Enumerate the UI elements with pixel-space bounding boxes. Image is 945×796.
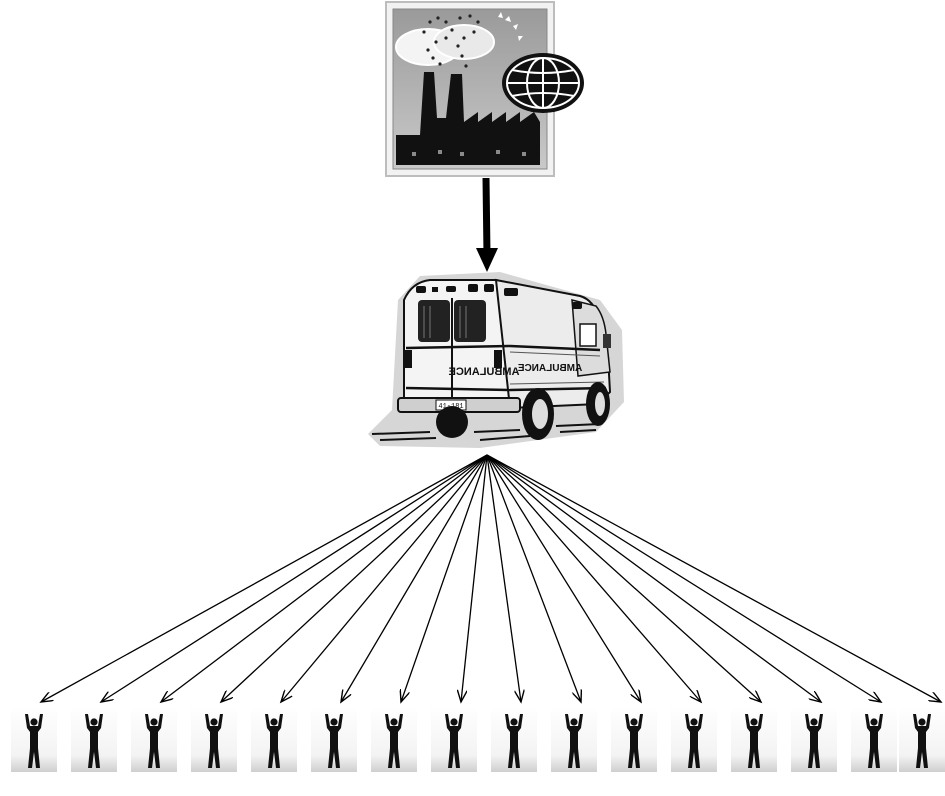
person-silhouette-icon <box>311 706 357 772</box>
person-silhouette-icon <box>71 706 117 772</box>
fan-arrow <box>487 455 701 702</box>
person-silhouette-icon <box>11 706 57 772</box>
person-silhouette-icon <box>371 706 417 772</box>
recipients-row <box>11 706 945 772</box>
ambulance-side-label: AMBULANCE <box>517 363 582 374</box>
person-silhouette-icon <box>731 706 777 772</box>
person-silhouette-icon <box>431 706 477 772</box>
fan-arrow <box>281 455 487 702</box>
fan-arrow <box>487 455 941 702</box>
fan-arrow <box>41 455 487 702</box>
fan-arrow <box>101 455 487 702</box>
fan-arrow <box>487 455 821 702</box>
person-silhouette-icon <box>491 706 537 772</box>
globe-icon <box>502 53 584 113</box>
fan-arrow <box>487 455 761 702</box>
fan-arrow <box>487 455 521 702</box>
person-silhouette-icon <box>791 706 837 772</box>
fan-arrow <box>161 455 487 702</box>
ambulance-icon: AMBULANCE AMBULANCE 41-181 <box>368 272 624 448</box>
person-silhouette-icon <box>851 706 897 772</box>
ambulance-rear-label: AMBULANCE <box>449 366 520 378</box>
fan-arrow <box>487 455 581 702</box>
person-silhouette-icon <box>191 706 237 772</box>
factory-globe-icon <box>386 2 584 176</box>
person-silhouette-icon <box>671 706 717 772</box>
fan-out-arrows <box>41 455 941 702</box>
person-silhouette-icon <box>131 706 177 772</box>
fan-arrow <box>487 455 881 702</box>
fan-arrow <box>487 455 641 702</box>
fan-arrow <box>221 455 487 702</box>
arrow-factory-to-ambulance <box>476 178 498 272</box>
person-silhouette-icon <box>251 706 297 772</box>
person-silhouette-icon <box>899 706 945 772</box>
person-silhouette-icon <box>611 706 657 772</box>
person-silhouette-icon <box>551 706 597 772</box>
